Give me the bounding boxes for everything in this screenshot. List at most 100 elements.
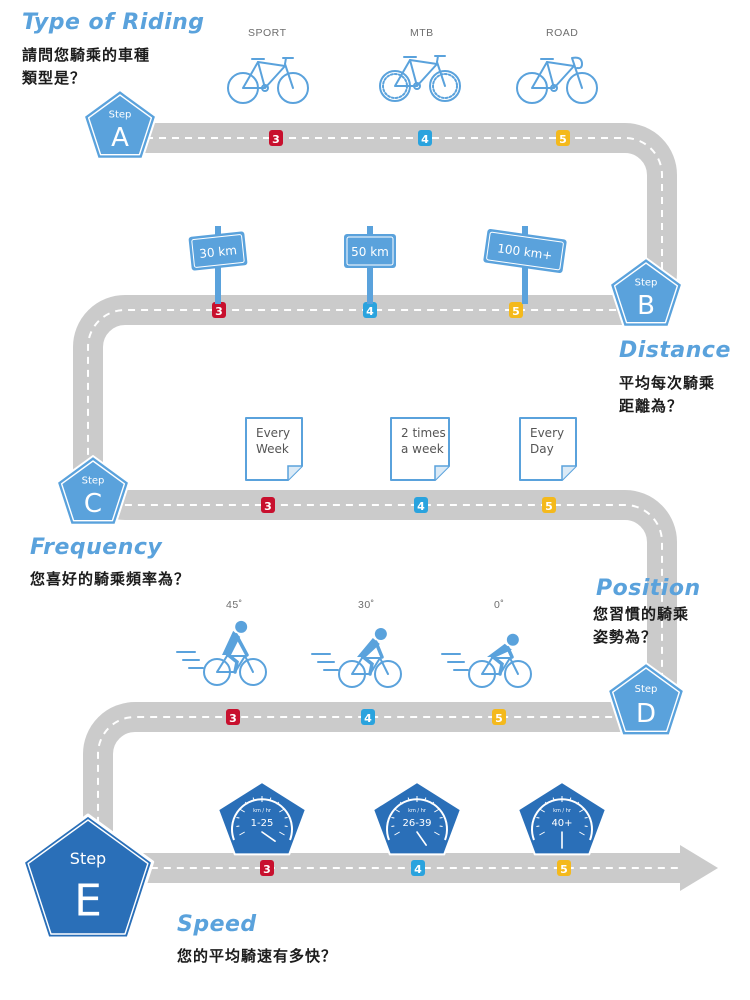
score-c-4: 4 [414, 497, 428, 513]
speedometer-tick [399, 801, 403, 805]
speedometer-tick [431, 801, 435, 805]
score-badge-value: 3 [229, 712, 237, 725]
speedometer-tick [576, 801, 580, 805]
score-c-3: 3 [261, 497, 275, 513]
score-badge-bg [269, 130, 283, 146]
speedometer-tick [584, 816, 588, 819]
bike-front-tread [432, 73, 458, 99]
step-e-heading: Speed [177, 912, 257, 937]
speedometer-tick [584, 825, 588, 828]
score-e-4: 4 [411, 860, 425, 876]
distance-sign-100km: 100 km+ [483, 226, 567, 304]
note-card-fold [287, 465, 302, 480]
score-badge-bg [542, 497, 556, 513]
type-option-road-label: ROAD [546, 27, 579, 39]
score-a-3: 3 [269, 130, 283, 146]
cyclist-aero-icon [441, 633, 532, 688]
bike-seat-tube [546, 61, 555, 89]
bike-seat-tube [257, 61, 266, 89]
front-wheel [504, 660, 532, 688]
step-b-question-line1: 平均每次騎乘 [619, 374, 716, 392]
step-pentagon [21, 813, 155, 940]
step-letter: D [636, 699, 656, 729]
score-badge-bg [261, 497, 275, 513]
score-badge-bg [414, 497, 428, 513]
speedometer-needle [261, 831, 276, 842]
speedometer-tick [439, 825, 443, 828]
bike-chainring [550, 84, 558, 92]
speedometer-tick [434, 808, 440, 813]
speed-gauge-1-25: km / hr1-25 [217, 781, 307, 856]
score-badge-bg [509, 302, 523, 318]
speedometer-range: 26-39 [402, 818, 431, 829]
speedometer-tick [539, 831, 545, 836]
rider-torso [357, 638, 380, 657]
score-badge-bg [212, 302, 226, 318]
note-card-fold [434, 465, 449, 480]
speedometer-tick [569, 797, 572, 801]
bike-drop-bar [571, 56, 583, 70]
step-label: Step [635, 277, 658, 288]
bike-stem [284, 57, 287, 65]
speedometer-tick [391, 816, 395, 819]
speedometer-tick [391, 825, 395, 828]
bike-front-wheel [277, 72, 309, 104]
score-badge-value: 4 [417, 500, 425, 513]
score-badge-value: 4 [414, 863, 422, 876]
speedometer-tick [536, 825, 540, 828]
type-option-sport-label: SPORT [248, 27, 287, 39]
step-pentagon [82, 89, 158, 160]
speedometer-tick [239, 831, 245, 836]
position-option-45-label: 45˚ [226, 599, 243, 611]
distance-sign-30km: 30 km [188, 226, 248, 304]
speedometer-tick [579, 831, 585, 836]
speedometer-tick [579, 808, 585, 813]
step-d-heading: Position [596, 576, 701, 601]
score-badge-bg [557, 860, 571, 876]
speedometer-tick [407, 797, 410, 801]
cyclist-leaning-icon [311, 628, 402, 688]
distance-sign-50km: 50 km [344, 226, 396, 304]
cyclist-upright-icon [176, 620, 267, 686]
step-c-question-line1: 您喜好的騎乘頻率為？ [30, 570, 191, 588]
step-d-question-line2: 姿勢為？ [593, 628, 658, 646]
score-badge-value: 3 [264, 500, 272, 513]
score-d-3: 3 [226, 709, 240, 725]
speedometer-tick [434, 831, 440, 836]
score-badge-value: 3 [215, 305, 223, 318]
step-pentagon-border [613, 262, 679, 324]
step-b-heading: Distance [619, 338, 731, 363]
step-e-question-line1: 您的平均騎速有多快？ [177, 947, 338, 965]
note-card-line2: Day [530, 442, 554, 456]
score-badge-value: 5 [512, 305, 520, 318]
bike-chainring [413, 82, 421, 90]
speedometer-badge [217, 781, 307, 856]
step-label: Step [109, 109, 132, 120]
mountain-bike-icon [379, 55, 461, 102]
step-a-question-line2: 類型是？ [22, 69, 87, 87]
bike-front-wheel [566, 72, 598, 104]
score-badge-value: 5 [545, 500, 553, 513]
score-badge-bg [260, 860, 274, 876]
speedometer-tick [536, 816, 540, 819]
speedometer-unit: km / hr [408, 808, 427, 814]
score-e-3: 3 [260, 860, 274, 876]
speedometer-tick [279, 808, 285, 813]
note-card-line1: Every [256, 426, 290, 440]
rider-torso [487, 643, 512, 657]
score-badge-bg [492, 709, 506, 725]
score-badge-value: 3 [263, 863, 271, 876]
sign-board-label: 30 km [199, 243, 238, 261]
score-c-5: 5 [542, 497, 556, 513]
score-badge-bg [363, 302, 377, 318]
score-badge-value: 4 [421, 133, 429, 146]
step-label: Step [82, 475, 105, 486]
score-badge-value: 5 [560, 863, 568, 876]
